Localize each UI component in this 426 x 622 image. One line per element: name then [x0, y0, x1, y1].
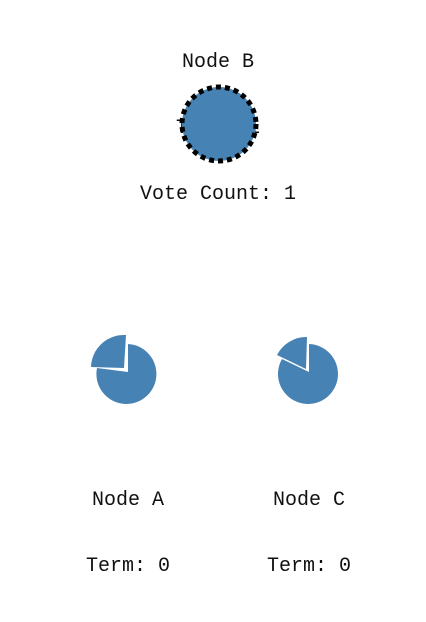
node-c-node[interactable]	[277, 336, 338, 404]
node-a-timeout-wedge	[91, 334, 126, 368]
node-c-circle	[277, 344, 338, 404]
node-b-vote-count: Vote Count: 1	[139, 183, 297, 206]
raft-diagram: Node B Term: 1 Vote Count: 1 Node A Term…	[86, 51, 351, 578]
node-a-circle	[96, 344, 157, 404]
node-a-name: Node A	[91, 489, 164, 512]
node-c-term: Term: 0	[266, 555, 351, 578]
node-c-name: Node C	[272, 489, 345, 512]
node-c-timeout-wedge	[277, 336, 307, 369]
node-a-term: Term: 0	[85, 555, 170, 578]
node-b-circle[interactable]	[179, 84, 259, 164]
node-b-name: Node B	[181, 51, 254, 74]
node-a-node[interactable]	[91, 334, 157, 404]
nodes-graphic	[91, 84, 338, 404]
